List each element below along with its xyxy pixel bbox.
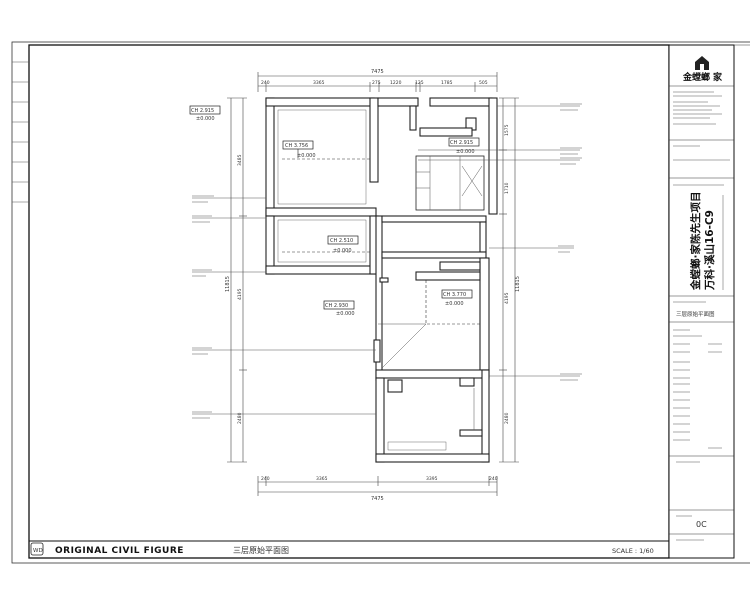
right-dimensions: 1575 1710 4195 2480 11815 [499,97,521,463]
floor-level: ±0.000 [445,301,464,307]
footer-scale: SCALE : 1/60 [612,547,654,555]
dim-right-seg: 1710 [504,182,510,194]
dim-right-seg: 1575 [504,124,510,136]
dim-bottom-seg: 3395 [426,476,438,482]
dim-left-seg: 4195 [237,288,243,300]
dim-bottom-seg: 3365 [316,476,328,482]
ceiling-tag: CH 2.915 ±0.000 [189,105,221,122]
dim-left-seg: 2480 [237,412,243,424]
ceiling-tag: CH 2.930 ±0.000 [323,300,355,317]
footer-badge-box [30,542,44,556]
dim-top-seg: 125 [415,80,424,86]
dim-bottom-seg: 240 [261,476,270,482]
project-name: 金螳螂·家陈先生项目 [689,192,702,292]
footer-badge: WD [33,548,43,554]
project-address: 万科·溪山16-C9 [703,210,716,291]
dim-top-seg: 275 [372,80,381,86]
ceiling-height: CH 2.930 [325,303,348,309]
dim-right-seg: 2480 [504,412,510,424]
floor-level: ±0.000 [196,116,215,122]
left-dimensions: 3485 4195 2480 11815 [225,97,247,463]
ceiling-height: CH 3.770 [443,292,466,298]
dim-top-seg: 240 [261,80,270,86]
dim-top-seg: 1220 [390,80,402,86]
dim-top-seg: 1785 [441,80,453,86]
drawing-name: 三层原始平面图 [676,310,715,318]
ceiling-tag: CH 3.756 ±0.000 [282,140,372,160]
footer-title-en: ORIGINAL CIVIL FIGURE [55,546,184,556]
floor-plan [265,97,498,463]
sheet-number: 0C [696,520,707,529]
dim-top-seg: 505 [479,80,488,86]
footer-title-cn: 三层原始平面图 [233,545,289,555]
dim-top-seg: 3365 [313,80,325,86]
dim-left-seg: 3485 [237,154,243,166]
top-dimensions: 7475 240 3365 275 1220 125 1785 505 [257,69,498,92]
ceiling-tag: CH 3.770 ±0.000 [441,289,473,307]
dim-right-seg: 4195 [504,292,510,304]
footer-bar: WD ORIGINAL CIVIL FIGURE 三层原始平面图 SCALE :… [29,540,669,556]
title-block: 金螳螂 家 金螳螂·家陈先生项目 万科·溪山16-C9 三层原始平面图 [668,44,750,559]
floor-level: ±0.000 [333,248,352,254]
ceiling-height: CH 2.915 [191,108,214,114]
ceiling-height: CH 3.756 [285,143,308,149]
margin-ruler [12,61,29,203]
dim-top-total: 7475 [371,69,384,75]
staircase [415,155,485,211]
floor-level: ±0.000 [456,149,475,155]
ceiling-height: CH 2.915 [450,140,473,146]
dim-bottom-total: 7475 [371,496,384,502]
brand-name: 金螳螂 [682,71,710,83]
dim-bottom-seg: 240 [489,476,498,482]
leader-annotations [192,103,582,419]
floor-level: ±0.000 [336,311,355,317]
ceiling-height: CH 2.510 [330,238,353,244]
floor-level: ±0.000 [297,153,316,159]
bottom-dimensions: 240 3365 3395 240 7475 [257,476,498,502]
dim-left-total: 11815 [225,276,231,292]
ceiling-tag: CH 2.915 ±0.000 [448,137,480,155]
ceiling-tag: CH 2.510 ±0.000 [282,235,372,254]
brand-logo-icon [695,56,709,70]
dim-right-total: 11815 [515,276,521,292]
brand-suffix: 家 [713,71,723,83]
